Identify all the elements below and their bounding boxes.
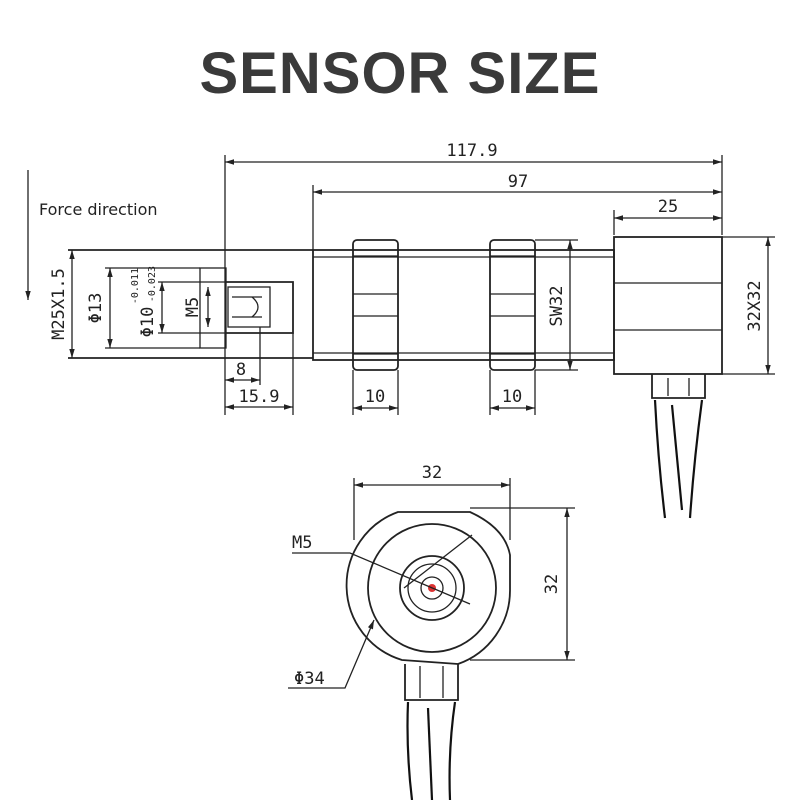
threaded-body <box>312 249 615 361</box>
dim-wrench-size-label: SW32 <box>547 286 567 327</box>
dim-head-section-label: 32X32 <box>745 280 765 331</box>
dim-overall-length-label: 117.9 <box>446 141 497 161</box>
dim-front-height-label: 32 <box>542 574 562 594</box>
hex-nut-1 <box>352 239 399 371</box>
dim-head-length-label: 25 <box>658 197 678 217</box>
dim-stub-length-label: 15.9 <box>239 387 280 407</box>
dim-thread-label: M25X1.5 <box>49 268 69 340</box>
hex-nut-2 <box>489 239 536 371</box>
dim-shoulder-dia-label: Φ13 <box>86 293 106 324</box>
tolerance-upper-label: -0.011 <box>130 268 141 304</box>
cable-side <box>651 374 706 519</box>
m5-leader-2 <box>403 534 473 589</box>
sensor-stub <box>68 249 313 415</box>
dim-body-length-label: 97 <box>508 172 528 192</box>
outer-dia-label: Φ34 <box>294 669 325 689</box>
dim-depth-label: 8 <box>236 360 246 380</box>
dim-pin-dia-label: Φ10 <box>138 307 158 338</box>
dim-front-width-label: 32 <box>422 463 442 483</box>
front-view: 32 32 M5 Φ34 <box>288 463 575 800</box>
sensor-head <box>613 236 723 375</box>
dim-inner-thread-label: M5 <box>183 297 203 317</box>
cable-front <box>404 664 459 800</box>
page-title: SENSOR SIZE <box>199 41 601 106</box>
force-direction-label: Force direction <box>39 200 158 219</box>
front-outline <box>345 511 511 665</box>
m5-leader <box>292 552 471 605</box>
outer-dia-leader <box>288 619 375 689</box>
side-view: 117.9 97 25 SW32 <box>49 141 775 519</box>
front-inner-thread-label: M5 <box>292 533 312 553</box>
dim-nut1-width-label: 10 <box>365 387 385 407</box>
dim-nut2-width-label: 10 <box>502 387 522 407</box>
tolerance-lower-label: -0.023 <box>147 266 158 302</box>
